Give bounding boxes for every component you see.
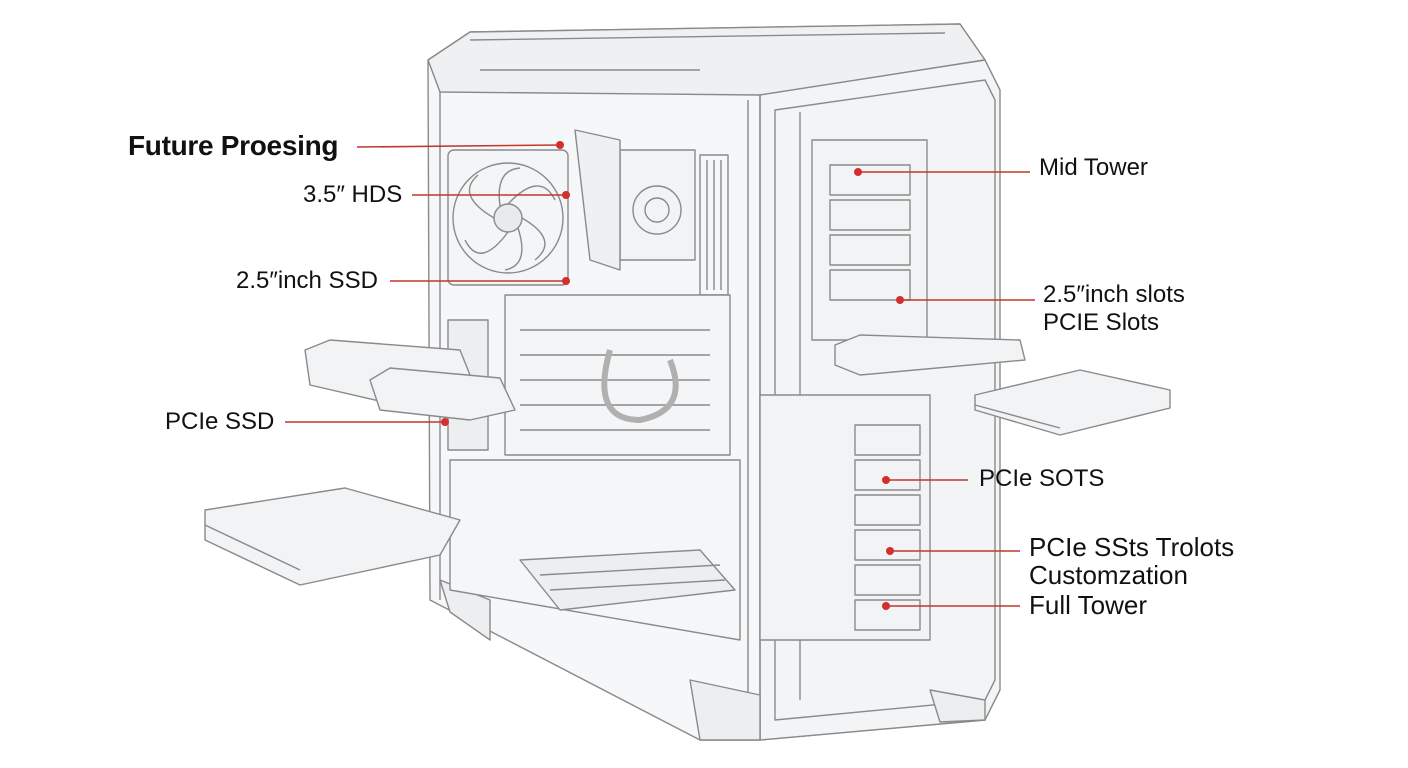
label-pcie-ssd: PCIe SSD [165,408,275,435]
leader-slots [896,296,1035,304]
label-future-processing: Future Proesing [128,130,339,161]
label-customization: Customzation [1029,560,1188,590]
case-fan [447,149,569,286]
label-mid-tower: Mid Tower [1039,154,1148,181]
leader-ssd [390,277,570,285]
drive-cage-top [811,139,928,341]
label-full-tower: Full Tower [1029,590,1148,620]
leader-pcie-sots [882,476,968,484]
label-pcie-slots: PCIE Slots [1043,309,1160,336]
drive-cage-bottom [759,394,931,641]
label-pcie-ssts-trolots: PCIe SSts Trolots [1029,532,1235,562]
leader-hds [412,191,570,199]
leader-full-tower [882,602,1020,610]
label-pcie-sots: PCIe SOTS [979,465,1105,492]
floating-trays [204,334,1171,586]
expansion-slots [447,294,731,456]
leader-pcie-ssd [285,418,449,426]
label-25-ssd: 2.5″inch SSD [236,267,378,294]
leader-pcie-ssts [886,547,1020,555]
psu-shroud [449,459,741,641]
cpu-cooler [574,129,729,296]
leader-future-processing [356,141,564,149]
label-25-slots: 2.5″inch slots [1043,281,1185,308]
leader-mid-tower [854,168,1030,176]
label-35-hds: 3.5″ HDS [303,181,403,208]
